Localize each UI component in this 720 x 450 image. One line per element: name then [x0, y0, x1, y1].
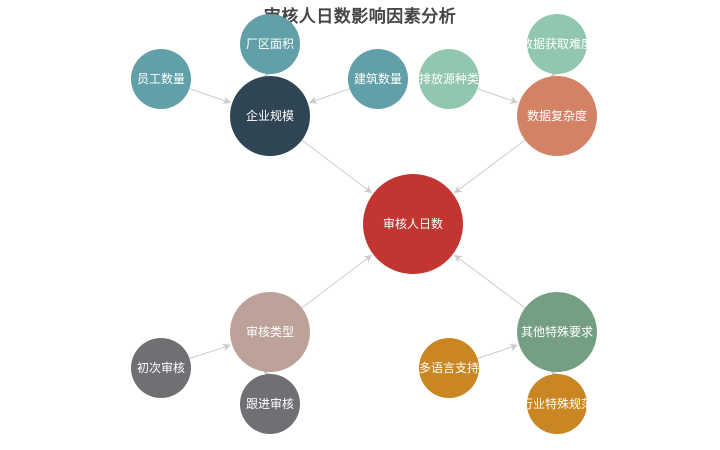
edge-type-to-center: [301, 254, 373, 309]
node-label-lang: 多语言支持: [419, 360, 479, 375]
node-circle-emission[interactable]: [419, 49, 479, 109]
node-scale[interactable]: 企业规模: [230, 76, 310, 156]
node-circle-data[interactable]: [517, 76, 597, 156]
node-label-building: 建筑数量: [354, 71, 402, 86]
node-type[interactable]: 审核类型: [230, 292, 310, 372]
node-circle-followup[interactable]: [240, 374, 300, 434]
node-label-special: 其他特殊要求: [521, 324, 593, 339]
edge-employee-to-scale: [189, 88, 231, 104]
node-circle-building[interactable]: [348, 49, 408, 109]
node-label-emission: 排放源种类: [419, 71, 479, 86]
edge-building-to-scale: [308, 88, 350, 104]
node-circle-special[interactable]: [517, 292, 597, 372]
node-label-employee: 员工数量: [137, 71, 185, 86]
node-employee[interactable]: 员工数量: [131, 49, 191, 109]
node-circle-lang[interactable]: [419, 338, 479, 398]
node-label-data: 数据复杂度: [527, 108, 587, 123]
node-initial[interactable]: 初次审核: [131, 338, 191, 398]
edge-special-to-center: [453, 254, 526, 309]
node-label-initial: 初次审核: [137, 360, 185, 375]
edge-scale-to-center: [301, 139, 373, 194]
edge-data-to-center: [453, 139, 526, 194]
node-emission[interactable]: 排放源种类: [419, 49, 479, 109]
node-lang[interactable]: 多语言支持: [419, 338, 479, 398]
node-label-plant: 厂区面积: [246, 37, 294, 51]
node-circle-plant[interactable]: [240, 14, 300, 74]
node-center[interactable]: 审核人日数: [363, 174, 463, 274]
diagram-title: 审核人日数影响因素分析: [263, 7, 457, 27]
node-label-type: 审核类型: [246, 324, 294, 339]
node-circle-scale[interactable]: [230, 76, 310, 156]
node-circle-center[interactable]: [363, 174, 463, 274]
node-circle-employee[interactable]: [131, 49, 191, 109]
node-label-center: 审核人日数: [383, 216, 443, 231]
node-circle-type[interactable]: [230, 292, 310, 372]
node-label-followup: 跟进审核: [246, 396, 294, 411]
node-label-industry: 行业特殊规范: [521, 396, 593, 411]
node-circle-initial[interactable]: [131, 338, 191, 398]
node-data[interactable]: 数据复杂度: [517, 76, 597, 156]
node-label-scale: 企业规模: [246, 108, 294, 123]
node-plant[interactable]: 厂区面积: [240, 14, 300, 74]
node-special[interactable]: 其他特殊要求: [517, 292, 597, 372]
node-circle-acquire[interactable]: [527, 14, 587, 74]
node-industry[interactable]: 行业特殊规范: [521, 374, 593, 434]
edges-layer: [189, 88, 526, 360]
edge-lang-to-special: [477, 343, 518, 359]
edge-emission-to-data: [477, 88, 519, 104]
node-building[interactable]: 建筑数量: [348, 49, 408, 109]
node-label-acquire: 数据获取难度: [521, 36, 593, 51]
edge-initial-to-type: [189, 343, 231, 360]
node-circle-industry[interactable]: [527, 374, 587, 434]
node-followup[interactable]: 跟进审核: [240, 374, 300, 434]
node-acquire[interactable]: 数据获取难度: [521, 14, 593, 74]
